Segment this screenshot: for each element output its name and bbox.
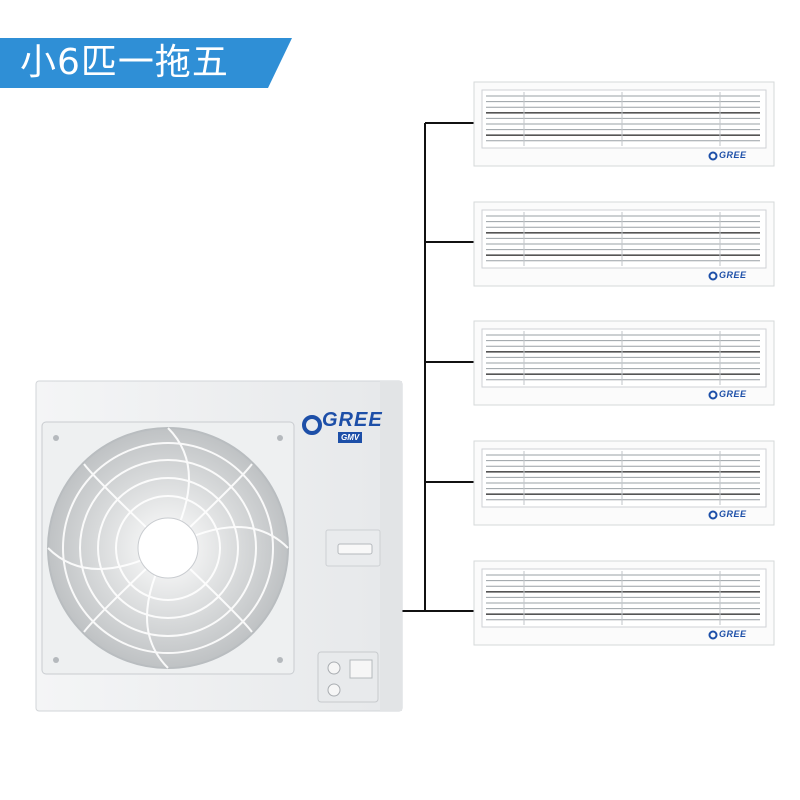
page-title: 小6匹一拖五 xyxy=(20,42,229,83)
indoor-grille-4 xyxy=(473,440,775,526)
indoor-units xyxy=(473,81,775,646)
indoor-grille-3 xyxy=(473,320,775,406)
outdoor-unit xyxy=(35,380,403,712)
indoor-grille-1 xyxy=(473,81,775,167)
gree-logo-icon xyxy=(708,390,718,400)
gree-logo-icon xyxy=(708,151,718,161)
indoor-grille-2 xyxy=(473,201,775,287)
gree-logo-icon xyxy=(708,630,718,640)
indoor-brand-label: GREE xyxy=(719,150,747,160)
outdoor-series-badge: GMV xyxy=(338,432,363,443)
indoor-brand-label: GREE xyxy=(719,629,747,639)
gree-logo-icon xyxy=(708,271,718,281)
indoor-brand-label: GREE xyxy=(719,270,747,280)
indoor-brand-label: GREE xyxy=(719,389,747,399)
banner-shape xyxy=(0,38,292,88)
connection-lines xyxy=(402,122,474,612)
indoor-brand-label: GREE xyxy=(719,509,747,519)
gree-logo-icon xyxy=(708,510,718,520)
indoor-grille-5 xyxy=(473,560,775,646)
title-banner: 小6匹一拖五 xyxy=(0,38,292,88)
gree-logo-icon xyxy=(302,415,322,435)
outdoor-brand-label: GREE xyxy=(322,409,383,431)
